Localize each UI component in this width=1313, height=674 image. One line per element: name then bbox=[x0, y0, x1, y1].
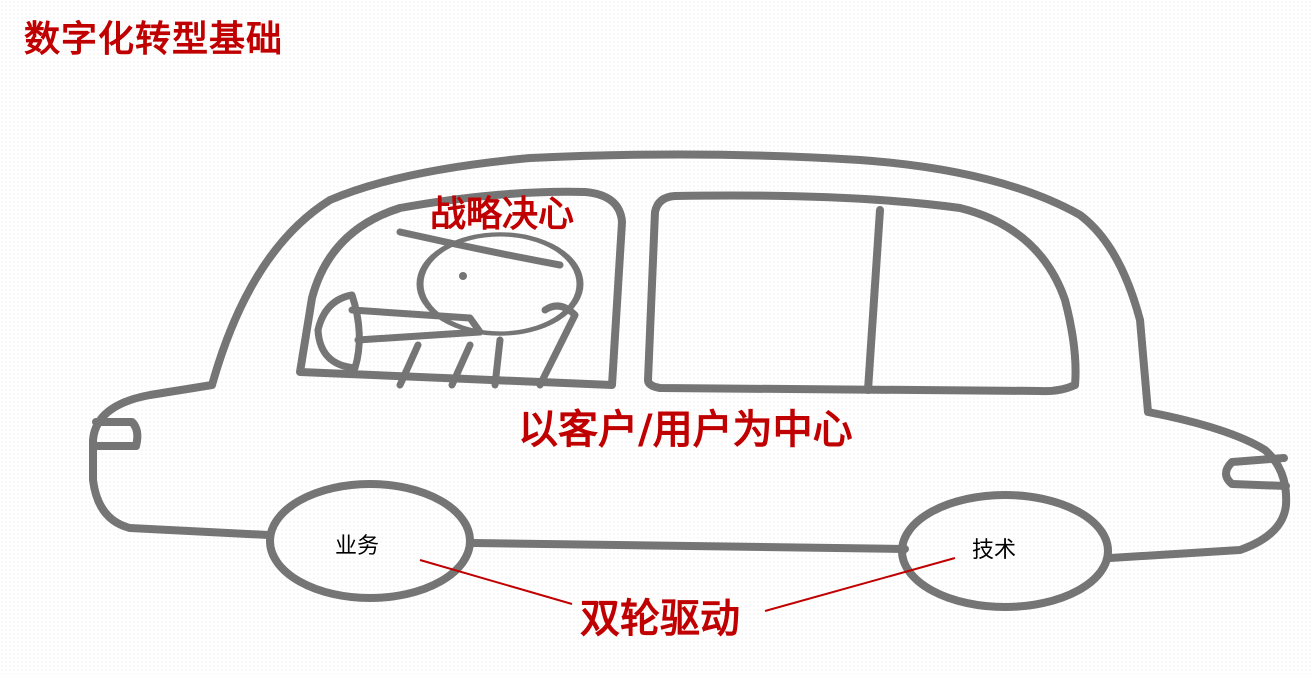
headlight-icon bbox=[92, 418, 142, 450]
driver-cap bbox=[396, 228, 564, 269]
connector-lines bbox=[419, 557, 956, 612]
front-window bbox=[296, 187, 626, 389]
rear-wheel bbox=[898, 491, 1112, 611]
label-dual-drive: 双轮驱动 bbox=[580, 596, 740, 642]
driver-head bbox=[416, 232, 584, 336]
window-pillar bbox=[864, 206, 884, 394]
car-body-outline bbox=[89, 150, 1291, 562]
connector-line-business bbox=[419, 559, 573, 605]
driver-torso bbox=[396, 302, 579, 389]
page-title: 数字化转型基础 bbox=[24, 19, 284, 60]
label-business: 业务 bbox=[335, 534, 379, 559]
driver-icon bbox=[314, 228, 584, 389]
taillight-icon bbox=[1222, 454, 1290, 490]
rear-window bbox=[644, 191, 1080, 396]
label-customer-centric: 以客户/用户为中心 bbox=[518, 407, 853, 453]
driver-eye bbox=[459, 272, 467, 280]
label-strategy: 战略决心 bbox=[430, 194, 574, 235]
label-technology: 技术 bbox=[972, 538, 1016, 563]
car-sill-line bbox=[468, 539, 909, 553]
driver-arm bbox=[348, 306, 484, 344]
car-icon bbox=[89, 150, 1291, 611]
steering-wheel-icon bbox=[314, 291, 363, 372]
front-wheel bbox=[266, 480, 474, 602]
connector-line-technology bbox=[764, 557, 956, 612]
